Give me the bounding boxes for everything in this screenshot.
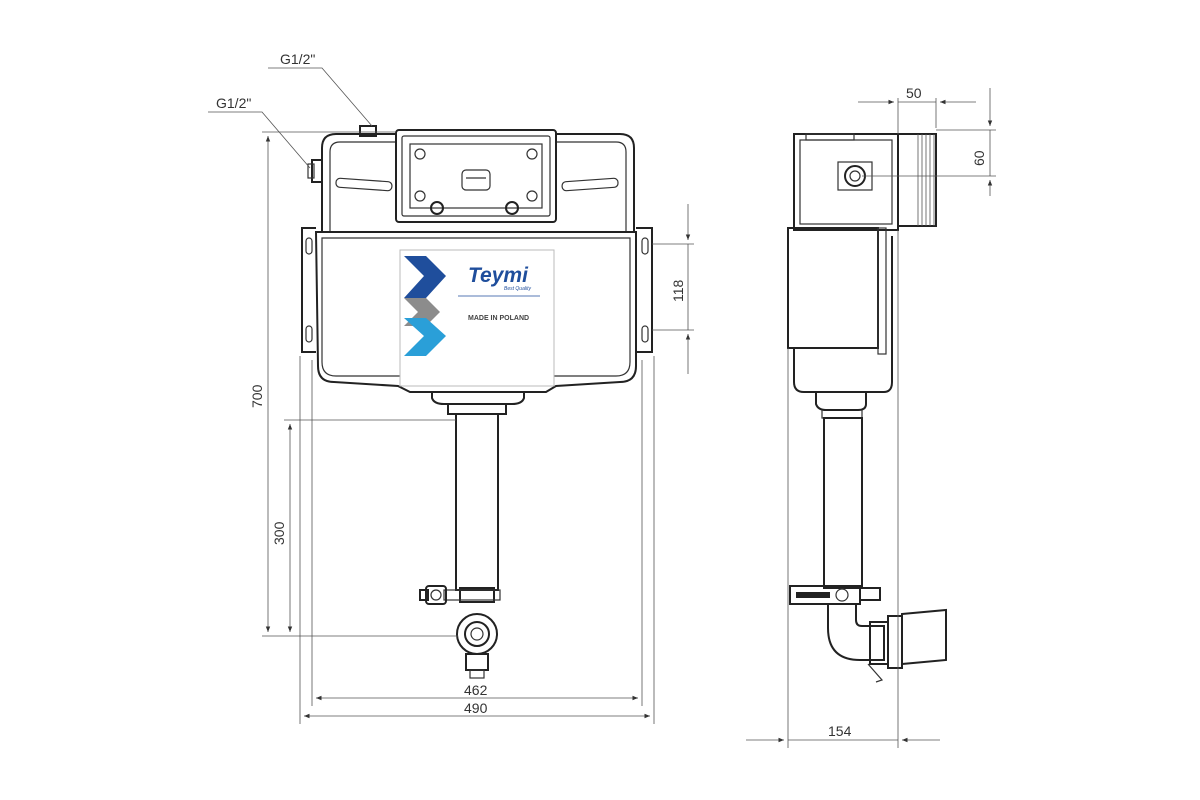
brand-tagline: Best Quality (504, 286, 531, 292)
side-inlet-height-dimension-label: 60 (971, 150, 987, 166)
side-offset-dimension-label: 50 (906, 85, 922, 101)
flush-pipe (455, 413, 499, 591)
left-mounting-bracket (301, 227, 316, 353)
side-valve-bracket (789, 585, 881, 605)
brand-name: Teymi (468, 264, 529, 287)
drain-neck (431, 392, 525, 405)
top-inlet-leader (268, 67, 373, 127)
front-view: Teymi Best Quality MADE IN POLAND (208, 51, 694, 724)
inner-width-dimension-label: 462 (464, 682, 488, 698)
outlet-height-dimension-label: 300 (271, 521, 287, 545)
right-mounting-bracket (636, 227, 653, 353)
left-mount-slot (335, 177, 393, 192)
right-mount-slot (561, 177, 619, 192)
outlet-valve (419, 585, 501, 679)
bracket-spacing-dimension-label: 118 (670, 279, 686, 302)
tank-upper-body (321, 133, 635, 232)
teymi-logo-icon (404, 256, 446, 356)
side-front-panel (787, 227, 879, 349)
side-inlet-connector (897, 133, 937, 227)
inspection-opening (395, 129, 557, 223)
side-inlet-leader (208, 111, 311, 169)
side-depth-dimension-label: 154 (828, 723, 852, 739)
side-inlet-thread-label: G1/2" (216, 95, 251, 111)
teymi-label-panel: Teymi Best Quality MADE IN POLAND (399, 249, 555, 387)
top-inlet-fitting (359, 125, 377, 137)
tank-lower-body (314, 231, 637, 393)
outer-width-dimension-label: 490 (464, 700, 488, 716)
side-view: 50 60 154 (746, 85, 996, 748)
side-outlet-elbow (827, 603, 947, 683)
made-in-label: MADE IN POLAND (468, 315, 529, 322)
side-inlet-fitting (307, 159, 323, 183)
side-flush-pipe (823, 417, 863, 589)
height-dimension-label: 700 (249, 384, 265, 408)
top-inlet-thread-label: G1/2" (280, 51, 315, 67)
side-lower-body (793, 236, 893, 393)
